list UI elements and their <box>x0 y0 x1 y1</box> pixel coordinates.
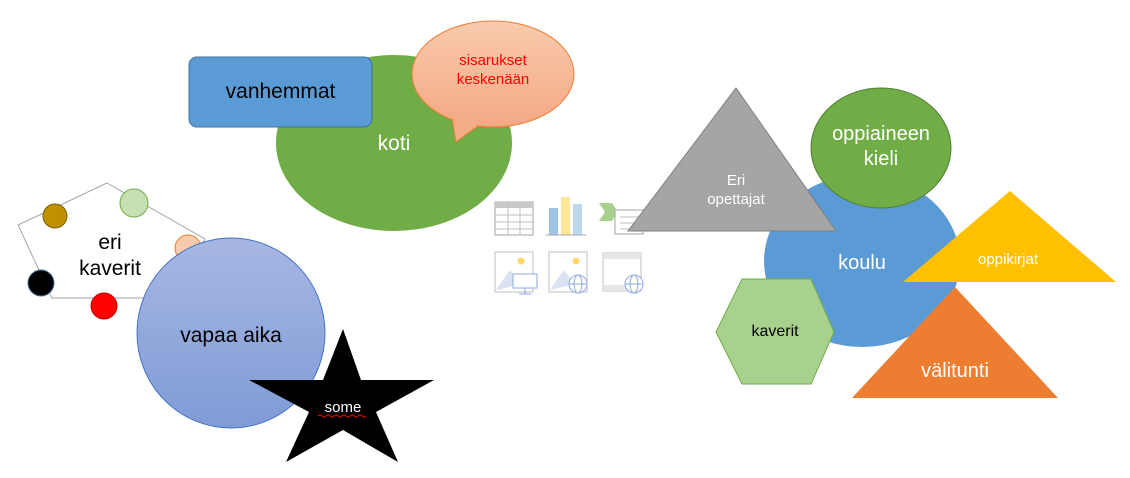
home-label: koti <box>377 132 411 155</box>
subject-language-label: oppiaineen kieli <box>821 122 941 172</box>
friend-dot-light-green <box>119 188 149 218</box>
textbooks-triangle <box>903 191 1116 282</box>
siblings-label: sisarukset keskenään <box>430 52 556 90</box>
free-time-label: vapaa aika <box>180 324 282 347</box>
picture-icon[interactable] <box>494 251 538 295</box>
online-picture-icon[interactable] <box>548 251 588 294</box>
subject-language-line1: oppiaineen <box>832 123 930 145</box>
teachers-triangle <box>626 87 837 232</box>
friend-dot-red <box>90 292 118 320</box>
table-icon[interactable] <box>494 201 534 236</box>
parents-box <box>188 56 373 128</box>
siblings-speech-bubble <box>411 20 575 143</box>
recess-label: välitunti <box>921 360 989 382</box>
siblings-label-line1: sisarukset <box>459 52 527 69</box>
friends-label: eri kaverit <box>66 230 154 283</box>
video-icon[interactable] <box>602 252 644 294</box>
textbooks-label: oppikirjat <box>977 251 1039 268</box>
some-star <box>249 329 434 462</box>
school-friends-hexagon <box>715 278 835 385</box>
teachers-label-line2: opettajat <box>707 190 765 208</box>
subject-language-line2: kieli <box>863 148 899 170</box>
recess-triangle <box>852 287 1058 398</box>
friends-label-line2: kaverit <box>79 257 141 281</box>
some-label: some <box>324 399 362 416</box>
friend-dot-black <box>27 269 55 297</box>
friend-dot-gold <box>42 203 68 229</box>
teachers-label-line1: Eri <box>726 172 746 189</box>
siblings-label-line2: keskenään <box>456 70 530 88</box>
teachers-label: Eri opettajat <box>676 172 796 210</box>
parents-label: vanhemmat <box>225 80 336 103</box>
school-label: koulu <box>838 252 886 274</box>
subject-language-ellipse <box>810 87 952 209</box>
school-friends-label: kaverit <box>751 323 799 340</box>
spellcheck-underline <box>317 414 367 418</box>
friends-label-line1: eri <box>98 231 122 254</box>
chart-icon[interactable] <box>546 197 586 236</box>
